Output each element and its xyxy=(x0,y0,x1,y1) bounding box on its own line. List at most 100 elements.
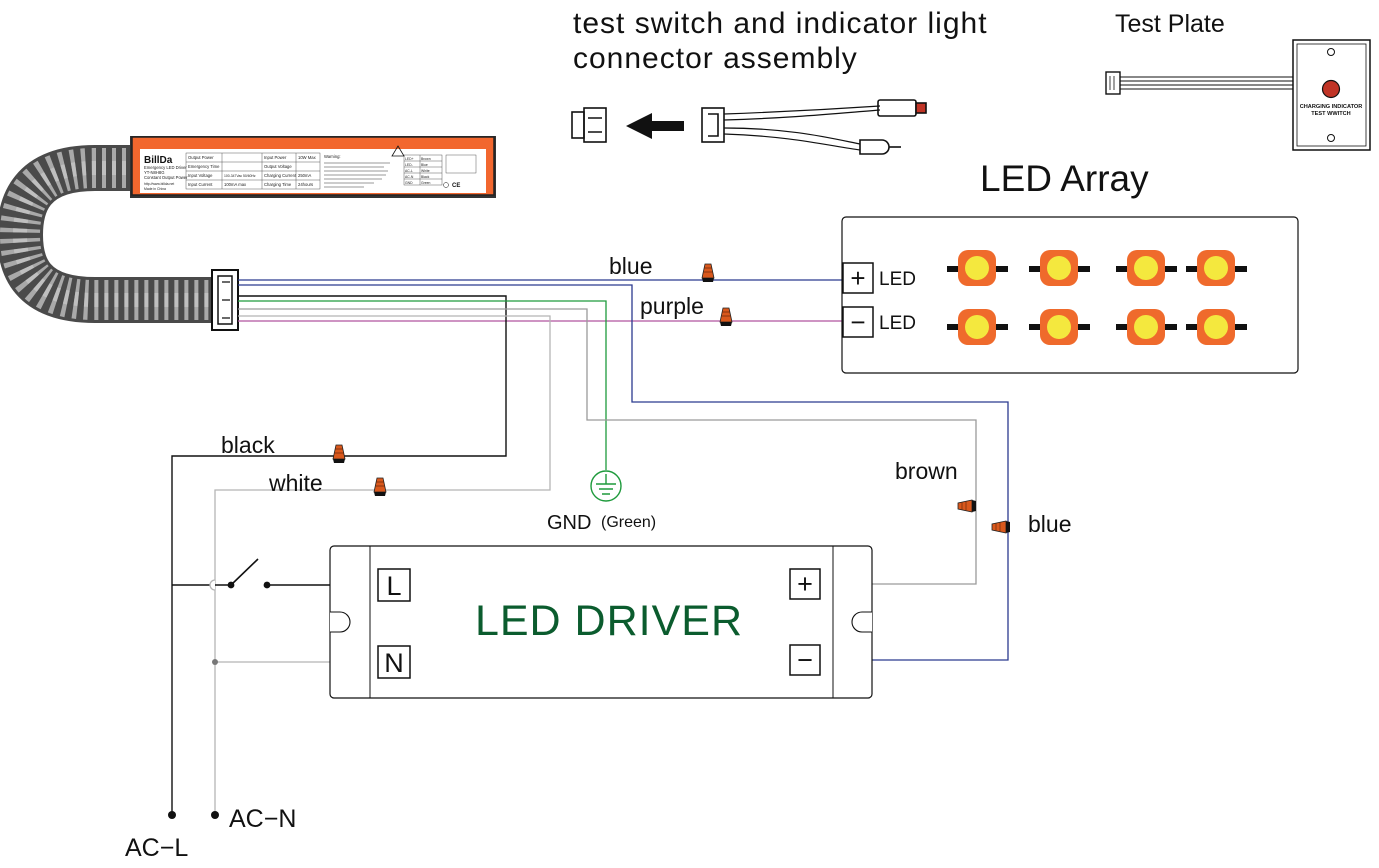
test-plate-wires xyxy=(1120,76,1293,90)
driver-terminal-minus xyxy=(789,644,821,676)
male-plug-inner xyxy=(708,113,719,137)
label-white: white xyxy=(268,470,323,496)
unit-model: YT-N8H8G xyxy=(144,170,164,175)
arrow-left-icon xyxy=(626,113,652,139)
test-plate-caption-1: CHARGING INDICATOR xyxy=(1300,104,1363,110)
spec-value2-0: 10W Max xyxy=(298,155,317,160)
wire-table-key-1: LED- xyxy=(405,163,413,167)
ac-l-terminal-dot xyxy=(168,811,176,819)
wire-table-val-2: White xyxy=(421,169,430,173)
switch-lever xyxy=(230,558,259,586)
label-black: black xyxy=(221,432,275,458)
male-plug-body xyxy=(701,107,725,143)
led-array-board xyxy=(841,216,1299,374)
spec-label2-1: Output Voltage xyxy=(264,164,292,169)
spec-value-3: 100mA max xyxy=(224,182,247,187)
indicator-light-icon xyxy=(859,139,890,155)
label-brown: brown xyxy=(895,458,958,484)
unit-warning-title: Warning: xyxy=(324,154,341,159)
wire-table-key-0: LED+ xyxy=(405,157,414,161)
driver-terminal-l-label: L xyxy=(386,571,401,601)
unit-spec-table xyxy=(185,152,321,190)
spec-label-0: Output Power xyxy=(188,155,214,160)
led-driver-title: LED DRIVER xyxy=(475,597,743,645)
switch-contact-dot xyxy=(263,581,271,589)
wire-table-val-3: Black xyxy=(421,175,430,179)
led-array-minus-label: LED xyxy=(879,313,916,334)
led-driver-end-caps xyxy=(369,546,834,698)
flex-conduit xyxy=(0,145,218,323)
spec-label-1: Emergency Time xyxy=(188,164,220,169)
label-gnd-color: (Green) xyxy=(601,514,656,531)
wire-nut-brown xyxy=(957,499,976,513)
emergency-led-driver-unit: BillDa Emergency LED Driver YT-N8H8G Con… xyxy=(130,136,496,198)
wire-nuts xyxy=(332,263,1010,534)
wire-table-val-0: Brown xyxy=(421,157,431,161)
driver-terminal-l xyxy=(377,568,411,602)
assembly-wires xyxy=(723,105,881,151)
emergency-unit-connector xyxy=(211,269,239,331)
wire-nut-black xyxy=(332,444,346,463)
wire-table-key-2: AC-L xyxy=(405,169,413,173)
unit-origin: Made in China xyxy=(144,187,166,191)
wire-crossover xyxy=(209,579,216,591)
spec-label-3: Input Current xyxy=(188,182,213,187)
wire-nut-blue xyxy=(701,263,715,282)
label-blue-right: blue xyxy=(1028,511,1071,537)
spec-value2-2: 250mA xyxy=(298,173,311,178)
led-driver-mount-slot-right xyxy=(851,611,872,633)
test-plate-screw-bottom xyxy=(1327,134,1335,142)
female-plug-back xyxy=(571,111,585,139)
led-chip xyxy=(947,309,1008,345)
cert-circle-icon xyxy=(443,182,449,188)
led-array-plus-label: LED xyxy=(879,269,916,290)
spec-label2-3: Charging Time xyxy=(264,182,292,187)
ac-n-terminal-dot xyxy=(211,811,219,819)
charging-indicator-icon xyxy=(1321,79,1341,99)
led-chip xyxy=(1186,309,1247,345)
unit-product-name: Emergency LED Driver xyxy=(144,165,187,170)
unit-website: http://www.billda.net xyxy=(144,182,174,186)
spec-label2-2: Charging Current xyxy=(264,173,297,178)
test-plate-graphic: CHARGING INDICATOR TEST WWITCH xyxy=(1105,39,1371,151)
test-plate-screw-top xyxy=(1327,48,1335,56)
unit-brand: BillDa xyxy=(144,155,173,166)
ground-icon xyxy=(590,470,622,502)
ac-n-junction-dot xyxy=(212,659,218,665)
led-chip xyxy=(1186,250,1247,286)
test-plate-title: Test Plate xyxy=(1115,10,1225,38)
driver-terminal-plus-label: + xyxy=(797,569,813,599)
label-gnd: GND xyxy=(547,512,591,534)
test-switch-body xyxy=(877,99,917,117)
led-array-plus-symbol: + xyxy=(850,263,865,293)
wire-blue-driver-minus xyxy=(238,284,1009,661)
female-plug-body xyxy=(583,107,607,143)
led-chip xyxy=(1116,250,1177,286)
spec-value-2: 100-347Vac 50/60Hz xyxy=(224,174,256,178)
label-ac-l: AC−L xyxy=(125,834,188,862)
wire-nut-purple xyxy=(719,307,733,326)
wire-white xyxy=(214,315,551,815)
female-plug-slots xyxy=(588,117,602,133)
led-array-minus-symbol: − xyxy=(850,307,865,337)
test-plate-inner xyxy=(1296,43,1367,147)
led-chip xyxy=(1029,309,1090,345)
spec-value2-3: 24hours xyxy=(298,182,313,187)
spec-label2-0: Input Power xyxy=(264,155,287,160)
driver-terminal-n-label: N xyxy=(384,648,404,678)
label-purple: purple xyxy=(640,293,704,319)
led-array-plus-terminal xyxy=(842,262,874,294)
led-chip xyxy=(947,250,1008,286)
wire-table-key-4: GND xyxy=(405,181,413,185)
led-array-title: LED Array xyxy=(980,158,1149,199)
wire-table-val-1: Blue xyxy=(421,163,428,167)
wire-nut-white xyxy=(373,477,387,496)
wire-table-val-4: Green xyxy=(421,181,431,185)
assembly-title-line1: test switch and indicator light xyxy=(573,7,988,40)
test-switch-button-icon xyxy=(915,102,927,114)
unit-wire-table xyxy=(403,154,477,186)
connector-assembly-graphic xyxy=(571,99,927,155)
label-ac-n: AC−N xyxy=(229,805,296,833)
wire-black xyxy=(171,295,507,815)
